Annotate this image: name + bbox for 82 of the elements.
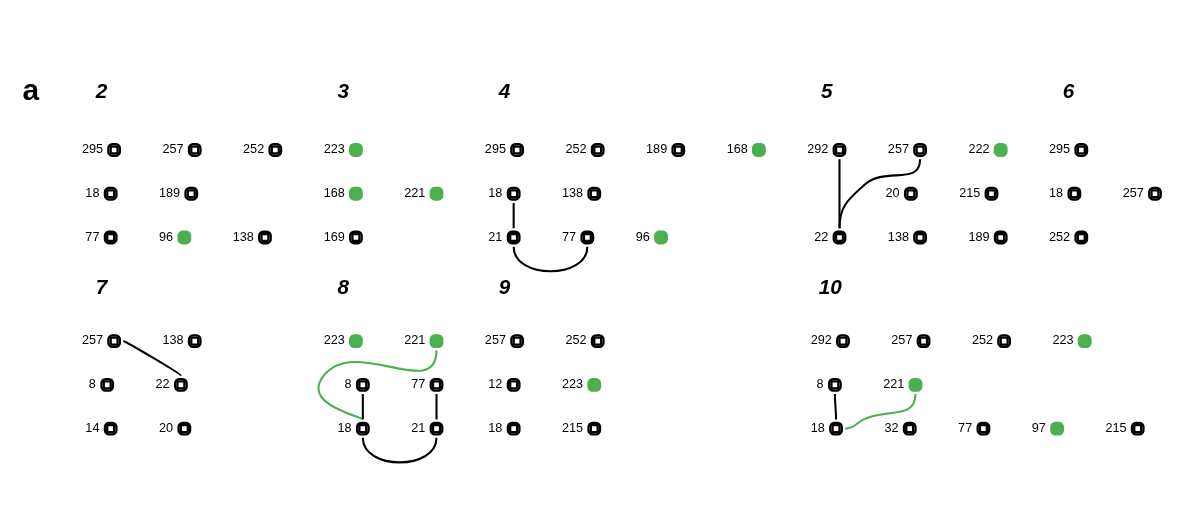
node-label: 189 bbox=[968, 229, 990, 244]
node-label: 257 bbox=[81, 333, 104, 348]
node-label: 8 bbox=[344, 377, 352, 392]
node-label: 18 bbox=[1049, 185, 1064, 200]
connector bbox=[838, 159, 841, 229]
node-label: 252 bbox=[565, 333, 587, 348]
connector bbox=[833, 394, 838, 420]
label: 8 bbox=[337, 275, 350, 299]
node-label: 257 bbox=[887, 142, 909, 157]
node-label: 169 bbox=[323, 229, 345, 244]
connector bbox=[512, 202, 515, 229]
label: 10 bbox=[818, 275, 842, 299]
node-label: 20 bbox=[159, 420, 174, 435]
node-label: 18 bbox=[337, 420, 352, 435]
node-label: 257 bbox=[891, 333, 913, 348]
node-label: 14 bbox=[85, 420, 100, 435]
node-label: 223 bbox=[323, 142, 345, 157]
node-label: 77 bbox=[562, 229, 577, 244]
node-label: 18 bbox=[488, 185, 503, 200]
label: 2 bbox=[95, 79, 108, 103]
node-label: 96 bbox=[635, 229, 650, 244]
node-label: 257 bbox=[484, 333, 506, 348]
node-label: 8 bbox=[88, 377, 96, 392]
node-label: 221 bbox=[404, 185, 426, 200]
label: 5 bbox=[821, 79, 833, 103]
node-label: 20 bbox=[885, 185, 900, 200]
node-label: 8 bbox=[816, 377, 824, 392]
node-label: 77 bbox=[85, 229, 100, 244]
node-label: 292 bbox=[807, 142, 829, 157]
node-label: 22 bbox=[814, 229, 829, 244]
connector bbox=[845, 393, 917, 430]
node-label: 252 bbox=[565, 142, 587, 157]
node-label: 189 bbox=[159, 185, 181, 200]
node-label: 215 bbox=[959, 185, 981, 200]
node-label: 168 bbox=[323, 185, 345, 200]
node-label: 168 bbox=[726, 142, 748, 157]
label: 3 bbox=[337, 79, 350, 103]
node-label: 223 bbox=[323, 333, 345, 348]
node-label: 32 bbox=[884, 420, 899, 435]
connector bbox=[122, 340, 182, 377]
connector bbox=[435, 394, 438, 420]
node-label: 138 bbox=[232, 229, 254, 244]
node-label: 222 bbox=[968, 142, 990, 157]
node-label: 295 bbox=[484, 142, 506, 157]
node-label: 221 bbox=[883, 377, 905, 392]
label: a bbox=[22, 73, 40, 107]
node-label: 18 bbox=[810, 420, 825, 435]
node-label: 18 bbox=[488, 420, 503, 435]
connector bbox=[361, 394, 364, 420]
node-label: 295 bbox=[81, 142, 104, 157]
node-label: 18 bbox=[85, 185, 100, 200]
label: 7 bbox=[95, 275, 108, 299]
node-label: 77 bbox=[958, 420, 973, 435]
node-label: 223 bbox=[562, 377, 584, 392]
node-label: 21 bbox=[411, 420, 426, 435]
node-label: 215 bbox=[1105, 420, 1127, 435]
node-label: 252 bbox=[1049, 229, 1071, 244]
node-label: 21 bbox=[488, 229, 503, 244]
node-label: 252 bbox=[971, 333, 994, 348]
node-label: 97 bbox=[1031, 420, 1046, 435]
node-label: 22 bbox=[155, 377, 170, 392]
label: 4 bbox=[498, 79, 511, 103]
node-label: 223 bbox=[1052, 333, 1074, 348]
node-label: 292 bbox=[810, 333, 832, 348]
connector bbox=[512, 246, 589, 273]
label: 6 bbox=[1062, 79, 1075, 103]
node-label: 189 bbox=[646, 142, 668, 157]
node-label: 77 bbox=[411, 377, 426, 392]
connector bbox=[317, 350, 438, 421]
node-label: 257 bbox=[1122, 185, 1144, 200]
label: 9 bbox=[498, 275, 511, 299]
node-label: 138 bbox=[562, 185, 584, 200]
connector bbox=[361, 437, 438, 464]
node-label: 295 bbox=[1049, 142, 1071, 157]
node-label: 252 bbox=[243, 142, 265, 157]
node-label: 215 bbox=[562, 420, 584, 435]
node-label: 96 bbox=[159, 229, 174, 244]
node-label: 12 bbox=[488, 377, 503, 392]
node-label: 138 bbox=[162, 333, 184, 348]
node-label: 257 bbox=[162, 142, 184, 157]
node-label: 138 bbox=[887, 229, 909, 244]
node-label: 221 bbox=[404, 333, 426, 348]
